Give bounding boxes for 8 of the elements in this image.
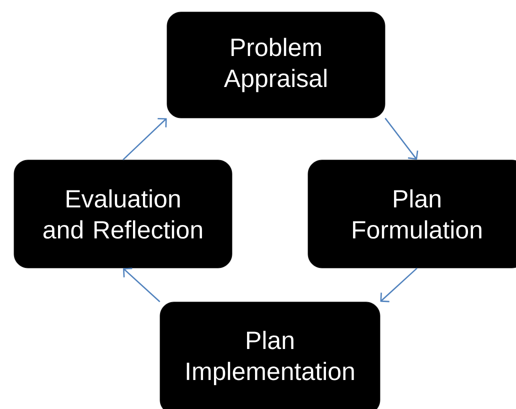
arrow (123, 268, 160, 302)
arrow (384, 118, 418, 160)
process-box: Plan Formulation (308, 160, 516, 268)
arrow (380, 268, 418, 302)
process-box: Problem Appraisal (166, 12, 386, 118)
arrow (122, 118, 167, 160)
process-box: Evaluation and Reflection (14, 160, 232, 268)
process-box: Plan Implementation (160, 302, 380, 409)
